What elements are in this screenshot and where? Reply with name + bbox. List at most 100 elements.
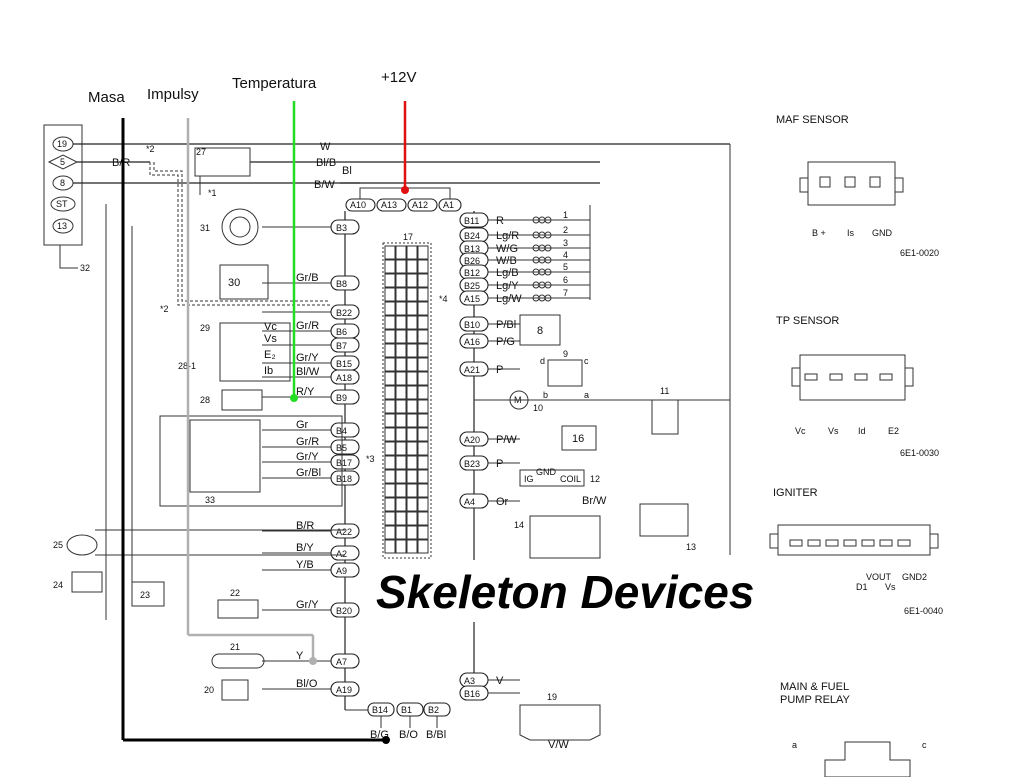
legend-tp-sensor: TP SENSOR Vc Vs Id E2 6E1-0030 (776, 315, 939, 458)
ecu-cell (406, 287, 418, 302)
ecu-cell (406, 413, 418, 428)
pin-B3: B3 (262, 219, 360, 235)
wire-label: Lg/Y (496, 280, 519, 292)
igniter-slot (897, 539, 911, 547)
ecu-cell (417, 273, 429, 288)
label-plus12v: +12V (381, 69, 416, 86)
label-temperatura: Temperatura (232, 75, 317, 92)
ecu-cell (417, 329, 429, 344)
component-23: 23 (131, 581, 165, 607)
ecu-cell (384, 371, 396, 386)
component-14: 14 (514, 515, 601, 559)
pin-text: B15 (336, 359, 352, 369)
pin-label: 8 (60, 178, 65, 188)
pin-text: A10 (350, 200, 366, 210)
pin-label: 19 (57, 139, 67, 149)
wire-label: V (496, 675, 504, 687)
connector-32-pin-st: ST (50, 196, 76, 212)
component-8: 8 (519, 314, 561, 346)
tp-pin-vs: Vs (828, 426, 839, 436)
ecu-cell (384, 301, 396, 316)
ecu-cell (417, 371, 429, 386)
injector-number: 6 (563, 275, 568, 285)
component-30-label: 30 (228, 277, 240, 289)
wire-label-bl: Bl (342, 165, 352, 177)
watermark-text: Skeleton Devices (376, 566, 754, 618)
wire-label-bl-b: Bl/B (316, 157, 336, 169)
ecu-cell (417, 427, 429, 442)
injector-number: 2 (563, 225, 568, 235)
pin-A12: A12 (407, 198, 438, 212)
component-10-label: 10 (533, 403, 543, 413)
wire-label: Bl/W (296, 366, 320, 378)
pin-B7: B7 (262, 337, 360, 353)
label-impulsy: Impulsy (147, 86, 199, 103)
igniter-slot (879, 539, 893, 547)
wire-label: R (496, 215, 504, 227)
ecu-cell (395, 441, 407, 456)
component-29: 29 28-1 Vc Vs E₂ Ib (178, 321, 291, 382)
ecu-cell (417, 245, 429, 260)
mark-star2: *2 (146, 144, 155, 154)
ecu-cell (406, 245, 418, 260)
maf-pin-is: Is (847, 228, 855, 238)
pin-text: A3 (464, 676, 475, 686)
legend-maf-sensor: MAF SENSOR B + Is GND 6E1-0020 (776, 114, 939, 258)
ecu-star3: *3 (366, 454, 375, 464)
igniter-slot (825, 539, 839, 547)
pin-text: A1 (443, 200, 454, 210)
ecu-cell (406, 273, 418, 288)
pin-B9: B9R/Y (262, 386, 360, 405)
wire-label: P (496, 458, 503, 470)
pin-text: B10 (464, 320, 480, 330)
component-16: 16 (561, 425, 597, 451)
wire-label: Bl/O (296, 678, 318, 690)
ecu-cell (384, 483, 396, 498)
pin-text: B12 (464, 268, 480, 278)
component-19-diag-connector: 19 V/W (519, 692, 601, 751)
maf-pin-b: B + (812, 228, 826, 238)
maf-title: MAF SENSOR (776, 114, 849, 126)
ecu-17: 17 *4 *3 (366, 232, 448, 559)
ecu-cell (417, 497, 429, 512)
pin-label: 5 (60, 157, 65, 167)
pin-text: A4 (464, 497, 475, 507)
ecu-cell (395, 511, 407, 526)
wire-v-w: V/W (548, 739, 569, 751)
ecu-cell (384, 245, 396, 260)
relay-pin-c: c (922, 740, 927, 750)
ecu-cell (395, 413, 407, 428)
label-masa: Masa (88, 89, 125, 106)
wire-label: Y (296, 650, 304, 662)
component-31: 31 (200, 208, 259, 246)
pin-text: B3 (336, 223, 347, 233)
wire-label: Or (496, 496, 509, 508)
component-21-label: 21 (230, 642, 240, 652)
ecu-cell (395, 245, 407, 260)
wire-label: Gr/Bl (296, 467, 321, 479)
component-33: 33 (159, 415, 343, 507)
ecu-cell (406, 371, 418, 386)
component-16-label: 16 (572, 433, 584, 445)
ecu-cell (417, 539, 429, 554)
pin-text: A16 (464, 337, 480, 347)
ecu-cell (406, 539, 418, 554)
component-12: IG GND COIL 12 Br/W (519, 467, 607, 507)
tp-pin-e2: E2 (888, 426, 899, 436)
component-28-label: 28 (200, 395, 210, 405)
ecu-cell (395, 357, 407, 372)
ecu-cell (417, 469, 429, 484)
mark-star2-lower: *2 (160, 304, 169, 314)
pin-text: B26 (464, 256, 480, 266)
component-9: 9 d c a (540, 349, 589, 400)
injector-number: 5 (563, 262, 568, 272)
igniter-pin-gnd2: GND2 (902, 572, 927, 582)
